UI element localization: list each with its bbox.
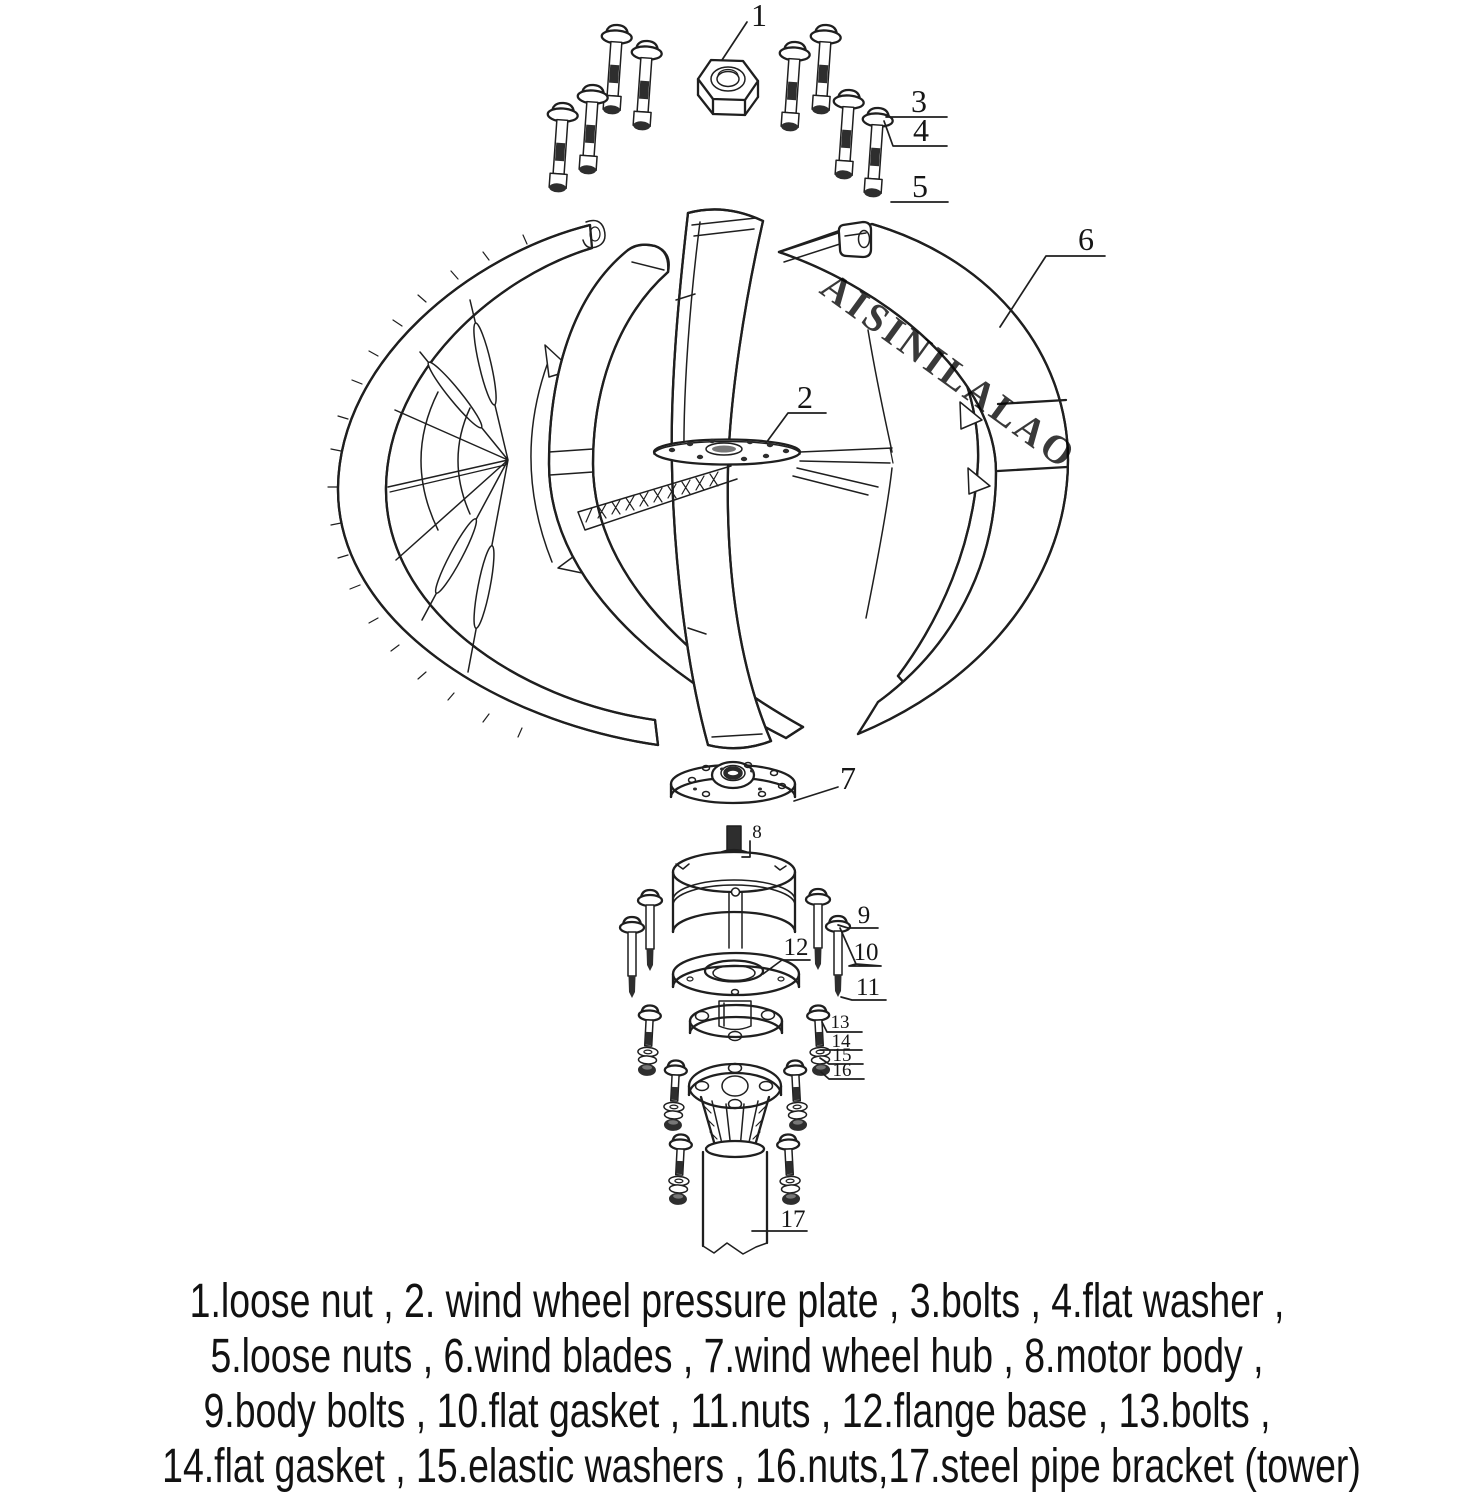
callout-5-label: 5 xyxy=(912,168,928,204)
callout-11: 11 xyxy=(840,974,887,1001)
callout-1-label: 1 xyxy=(751,0,767,33)
callout-17-label: 17 xyxy=(781,1206,806,1233)
callout-2-label: 2 xyxy=(797,379,813,415)
callout-11-label: 11 xyxy=(856,974,880,1001)
callout-10: 10 xyxy=(839,927,882,967)
top-mounting-bolts-right xyxy=(773,22,895,200)
callout-7: 7 xyxy=(793,760,856,802)
callout-15-label: 15 xyxy=(833,1045,852,1066)
caption-line-3: 9.body bolts , 10.flat gasket , 11.nuts … xyxy=(203,1385,1271,1438)
part-2-wind-wheel-pressure-plate xyxy=(652,438,894,496)
callout-10-label: 10 xyxy=(854,939,879,966)
parts-list-caption: 1.loose nut , 2. wind wheel pressure pla… xyxy=(0,1274,1474,1494)
callout-8: 8 xyxy=(741,822,762,858)
callout-12: 12 xyxy=(762,934,811,975)
part-17-steel-pipe-bracket xyxy=(687,1062,783,1255)
plate-holes xyxy=(668,438,790,462)
callout-16: 16 xyxy=(820,1060,865,1081)
callout-16-label: 16 xyxy=(833,1060,852,1081)
part-12-flange-base xyxy=(671,951,801,997)
part-1-loose-nut xyxy=(696,58,760,117)
callout-9-label: 9 xyxy=(858,902,871,929)
callout-17: 17 xyxy=(751,1206,808,1233)
caption-line-1: 1.loose nut , 2. wind wheel pressure pla… xyxy=(189,1275,1285,1328)
caption-line-2: 5.loose nuts , 6.wind blades , 7.wind wh… xyxy=(210,1330,1264,1383)
callout-12-label: 12 xyxy=(784,934,809,961)
top-mounting-bolts-left xyxy=(541,22,664,195)
rim-hatching xyxy=(327,234,528,738)
caption-line-4: 14.flat gasket , 15.elastic washers , 16… xyxy=(162,1440,1361,1493)
flange-plate-four-hole xyxy=(688,1000,784,1042)
part-8-motor-body xyxy=(671,825,797,949)
callout-13: 13 xyxy=(821,1012,863,1033)
callout-8-label: 8 xyxy=(752,822,762,843)
callout-15: 15 xyxy=(819,1045,864,1066)
callout-14: 14 xyxy=(819,1031,863,1052)
callout-6: 6 xyxy=(999,221,1106,328)
callout-14-label: 14 xyxy=(832,1031,852,1052)
part-6-wind-blades xyxy=(327,208,1070,750)
callout-6-label: 6 xyxy=(1078,221,1094,257)
callout-9: 9 xyxy=(837,902,879,929)
callout-13-label: 13 xyxy=(831,1012,850,1033)
callout-5: 5 xyxy=(890,168,949,204)
callout-4: 4 xyxy=(883,112,948,148)
callout-7-label: 7 xyxy=(840,760,856,796)
callout-3: 3 xyxy=(885,83,948,119)
callout-4-label: 4 xyxy=(913,112,929,148)
hub-truss-arm xyxy=(577,465,738,531)
part-7-wind-wheel-hub xyxy=(669,760,797,805)
callout-1: 1 xyxy=(721,0,767,61)
callout-2: 2 xyxy=(765,379,827,444)
callout-3-label: 3 xyxy=(911,83,927,119)
hub-holes xyxy=(687,761,787,798)
